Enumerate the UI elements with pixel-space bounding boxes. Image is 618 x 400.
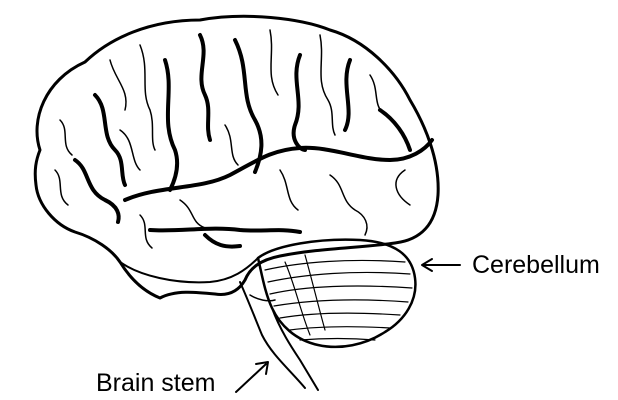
brain-stem-pons: [250, 295, 275, 301]
arrow-left-icon: [422, 259, 460, 271]
brain-stem-label: Brain stem: [96, 371, 215, 396]
cerebellum-label: Cerebellum: [472, 253, 600, 278]
arrow-up-right-icon: [236, 362, 268, 392]
temporal-lobe-edge: [120, 258, 258, 282]
